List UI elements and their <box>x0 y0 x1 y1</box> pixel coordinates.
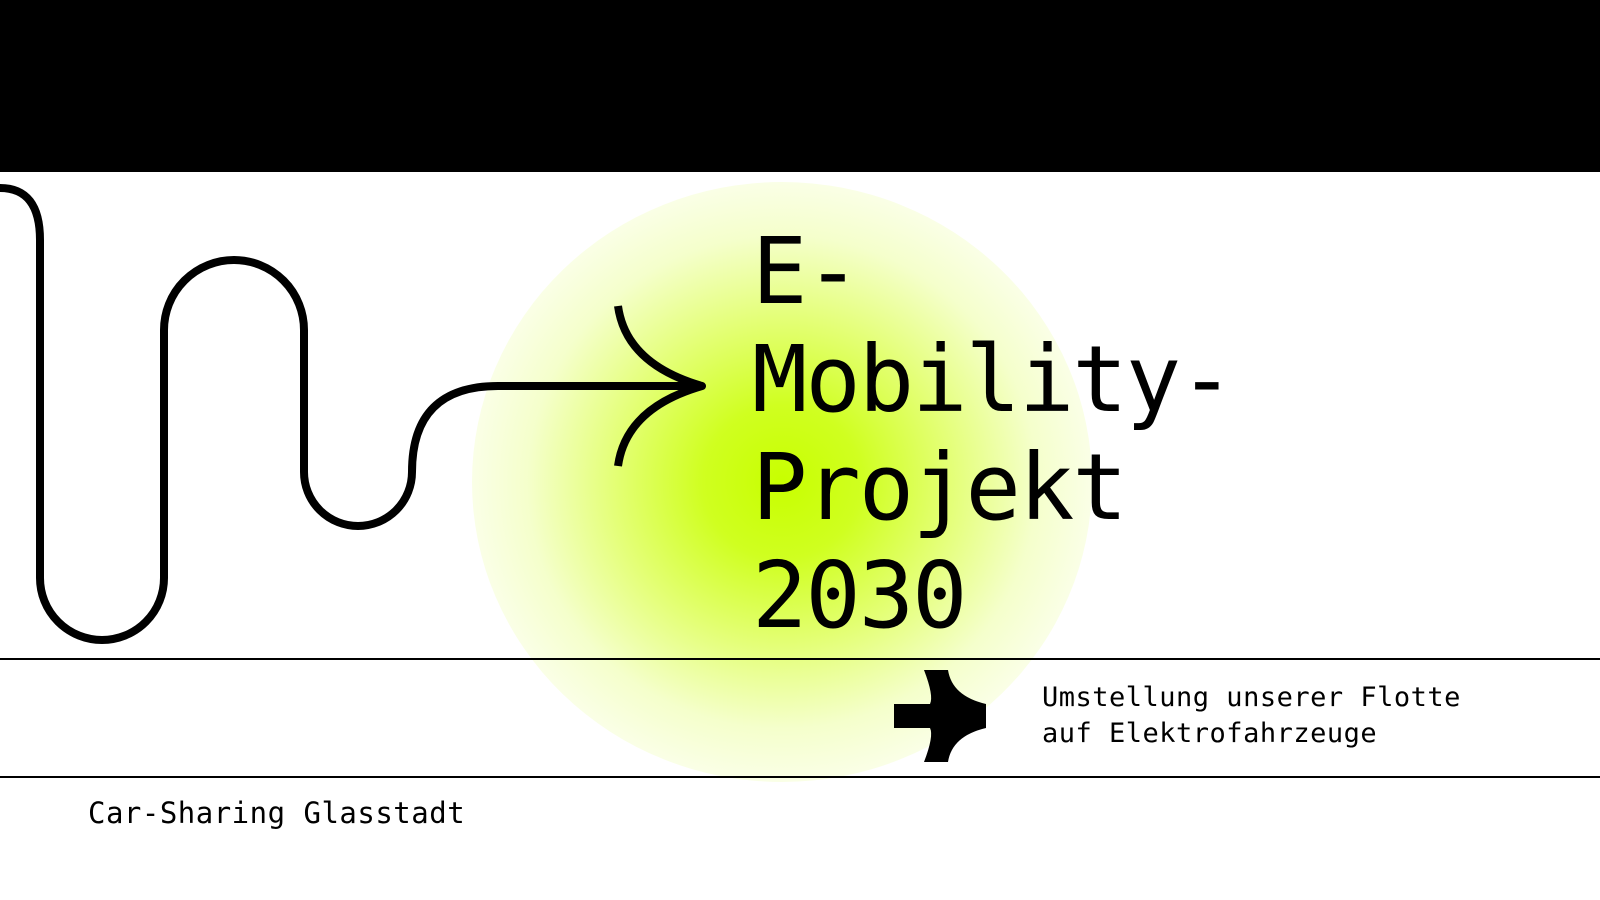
slide-title: E- Mobility- Projekt 2030 <box>752 218 1234 649</box>
top-black-band <box>0 0 1600 172</box>
arrow-logo-icon <box>894 670 986 762</box>
divider-bottom <box>0 776 1600 778</box>
accent-glow <box>472 182 1092 782</box>
winding-path-arrow-icon <box>0 184 706 644</box>
divider-top <box>0 658 1600 660</box>
organization-name: Car-Sharing Glasstadt <box>88 796 466 830</box>
slide-subtitle: Umstellung unserer Flotte auf Elektrofah… <box>1042 682 1461 749</box>
